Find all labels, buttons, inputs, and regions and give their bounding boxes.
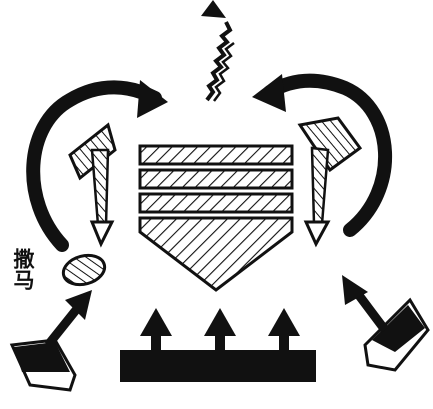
central-layered-block xyxy=(140,146,292,290)
bottom-heat-block xyxy=(120,350,316,382)
bottom-right-arrow xyxy=(342,275,428,370)
bottom-left-arrow xyxy=(12,290,92,390)
side-label: 撒马 xyxy=(14,248,36,290)
upward-wavy-arrow xyxy=(201,0,234,101)
left-hatched-shape xyxy=(70,125,115,244)
upward-arrow-left xyxy=(140,308,172,352)
small-oval xyxy=(60,251,108,289)
upward-arrow-right xyxy=(268,308,300,352)
upward-arrow-middle xyxy=(204,308,236,352)
